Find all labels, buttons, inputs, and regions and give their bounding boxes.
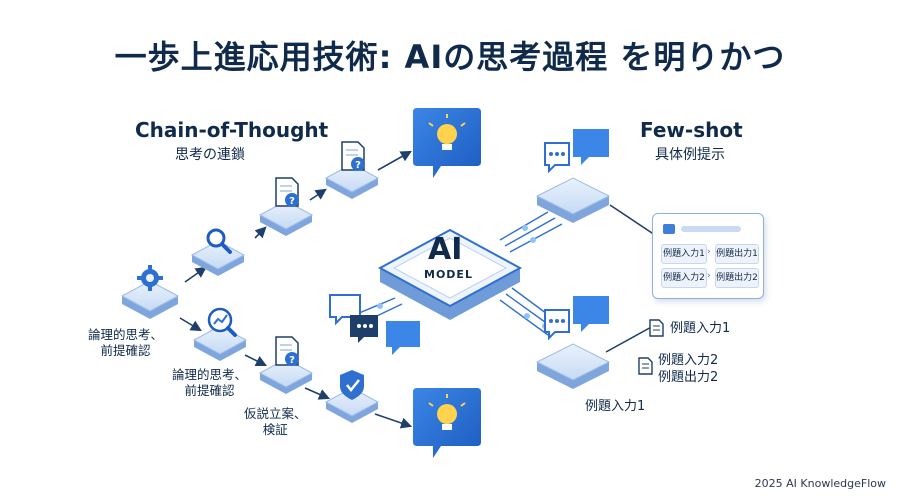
chevron-right-icon: › bbox=[707, 247, 711, 257]
tile-right-bottom bbox=[535, 343, 611, 389]
doc-list-item-2: 例題入力2 例題出力2 bbox=[658, 353, 719, 385]
gear-icon bbox=[137, 265, 163, 291]
svg-text:?: ? bbox=[289, 355, 295, 366]
document-question-icon: ? bbox=[275, 177, 299, 207]
trend-chart-icon bbox=[207, 307, 237, 337]
link-top-tile-to-card bbox=[609, 204, 656, 236]
cot-subheading: 思考の連鎖 bbox=[175, 147, 245, 163]
arrow-doc3-to-check bbox=[304, 387, 331, 400]
card-header-bar bbox=[681, 226, 741, 232]
tile-search bbox=[190, 240, 246, 276]
ai-model-label: AI bbox=[428, 232, 463, 267]
step-label-2: 論理的思考、 前提確認 bbox=[172, 367, 248, 398]
fewshot-subheading: 具体例提示 bbox=[655, 147, 725, 163]
lightbulb-bubble-icon bbox=[413, 108, 481, 178]
tile-doc3 bbox=[258, 358, 314, 394]
link-ai-top-right-c bbox=[509, 223, 563, 253]
arrow-check-to-bulb bbox=[374, 413, 413, 429]
link-ai-bottom-right bbox=[499, 299, 549, 336]
right-links bbox=[605, 204, 656, 353]
arrow-doc2-to-bulb bbox=[377, 150, 412, 171]
tile-doc1 bbox=[258, 200, 314, 236]
arrow-search-to-doc1 bbox=[254, 226, 267, 239]
arrow-gear-to-chart bbox=[179, 317, 202, 332]
link-dot bbox=[524, 313, 530, 319]
document-icon bbox=[649, 319, 664, 337]
link-dot bbox=[530, 237, 536, 243]
ai-model-block bbox=[377, 228, 523, 320]
card-chip-output2: 例題出力2 bbox=[715, 268, 759, 288]
tile-right-top bbox=[535, 177, 611, 223]
step-label-3: 仮説立案、 検証 bbox=[244, 406, 307, 437]
search-icon bbox=[206, 228, 232, 254]
link-dot bbox=[522, 225, 528, 231]
chat-bubbles-icon bbox=[544, 129, 609, 174]
page-title: 一歩上進応用技術: AIの思考過程 を明りかつ bbox=[114, 38, 786, 76]
lightbulb-bubble-icon bbox=[413, 388, 481, 458]
chevron-right-icon: › bbox=[707, 271, 711, 281]
svg-text:?: ? bbox=[355, 160, 361, 171]
ai-model-sublabel: MODEL bbox=[424, 268, 473, 281]
step-label-1: 論理的思考、 前提確認 bbox=[88, 327, 164, 358]
connector-lines bbox=[179, 150, 413, 429]
tile-gear bbox=[120, 280, 180, 319]
arrow-chart-to-doc3 bbox=[244, 354, 268, 367]
footer-credit: 2025 AI KnowledgeFlow bbox=[754, 477, 886, 490]
card-marker-icon bbox=[663, 224, 675, 234]
tile-check bbox=[324, 387, 380, 423]
svg-text:?: ? bbox=[289, 196, 295, 207]
shield-check-icon bbox=[340, 370, 364, 400]
example-card: 例題入力1 › 例題出力1 例題入力2 › 例題出力2 bbox=[652, 213, 764, 299]
link-dot bbox=[377, 303, 383, 309]
document-question-icon: ? bbox=[341, 141, 365, 171]
card-chip-output1: 例題出力1 bbox=[715, 244, 759, 264]
card-chip-input1: 例題入力1 bbox=[661, 244, 707, 264]
card-chip-input2: 例題入力2 bbox=[661, 268, 707, 288]
link-card-to-bottom-tile bbox=[605, 324, 656, 353]
arrow-gear-to-search bbox=[184, 266, 207, 283]
arrow-doc1-to-doc2 bbox=[309, 188, 327, 201]
document-icon bbox=[638, 357, 653, 375]
doc-list-item-1: 例題入力1 bbox=[670, 321, 731, 336]
fewshot-heading: Few-shot bbox=[640, 118, 743, 142]
example-bottom-label: 例題入力1 bbox=[585, 399, 646, 414]
document-question-icon: ? bbox=[275, 336, 299, 366]
link-ai-top-right-b bbox=[504, 217, 556, 247]
cot-heading: Chain-of-Thought bbox=[135, 118, 329, 142]
chat-bubbles-icon bbox=[544, 296, 609, 341]
tile-doc2 bbox=[324, 163, 380, 199]
chat-bubbles-icon bbox=[329, 294, 420, 355]
